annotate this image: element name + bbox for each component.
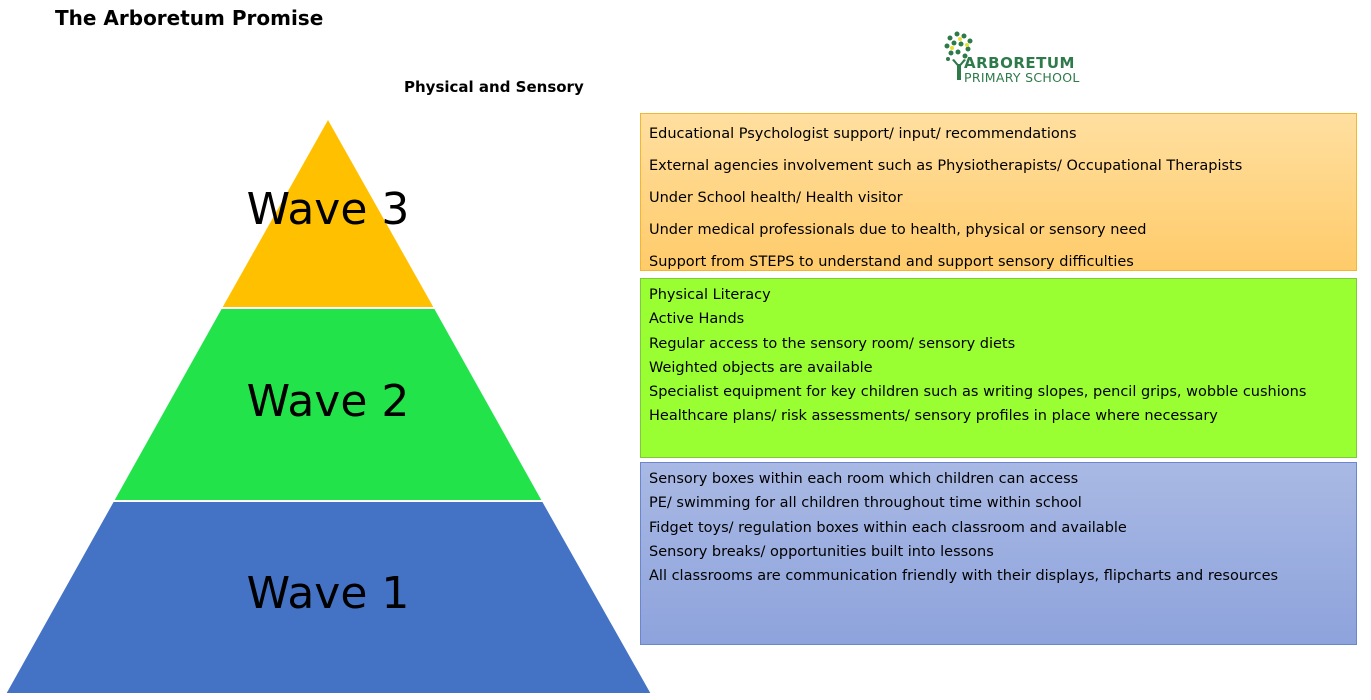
list-item: Weighted objects are available: [649, 359, 873, 376]
list-item: Under School health/ Health visitor: [649, 190, 903, 206]
logo-name: ARBORETUM: [964, 54, 1075, 72]
list-item: Support from STEPS to understand and sup…: [649, 254, 1134, 270]
page-title: The Arboretum Promise: [55, 6, 324, 30]
list-item: Physical Literacy: [649, 287, 771, 303]
list-item: Under medical professionals due to healt…: [649, 222, 1147, 238]
list-item: Educational Psychologist support/ input/…: [649, 126, 1077, 142]
page-subtitle: Physical and Sensory: [404, 78, 584, 96]
list-item: External agencies involvement such as Ph…: [649, 158, 1243, 174]
school-logo: ARBORETUM PRIMARY SCHOOL: [940, 26, 1110, 86]
pyramid: [3, 115, 654, 695]
wave-3-label: Wave 3: [246, 184, 410, 235]
logo-subname: PRIMARY SCHOOL: [964, 70, 1080, 85]
list-item: Fidget toys/ regulation boxes within eac…: [649, 519, 1127, 536]
wave-2-box: Physical Literacy Active Hands Regular a…: [640, 278, 1357, 458]
wave-1-label: Wave 1: [246, 568, 410, 619]
list-item: Sensory boxes within each room which chi…: [649, 471, 1079, 487]
wave-2-label: Wave 2: [246, 376, 410, 427]
wave-1-box: Sensory boxes within each room which chi…: [640, 462, 1357, 645]
list-item: PE/ swimming for all children throughout…: [649, 495, 1082, 512]
pyramid-wave-1: [3, 500, 654, 695]
wave-3-box: Educational Psychologist support/ input/…: [640, 113, 1357, 271]
list-item: Specialist equipment for key children su…: [649, 384, 1307, 401]
list-item: Active Hands: [649, 311, 745, 328]
list-item: All classrooms are communication friendl…: [649, 568, 1279, 585]
list-item: Healthcare plans/ risk assessments/ sens…: [649, 408, 1218, 425]
list-item: Sensory breaks/ opportunities built into…: [649, 543, 994, 560]
list-item: Regular access to the sensory room/ sens…: [649, 335, 1016, 352]
tree-stars-icon: [944, 31, 973, 80]
